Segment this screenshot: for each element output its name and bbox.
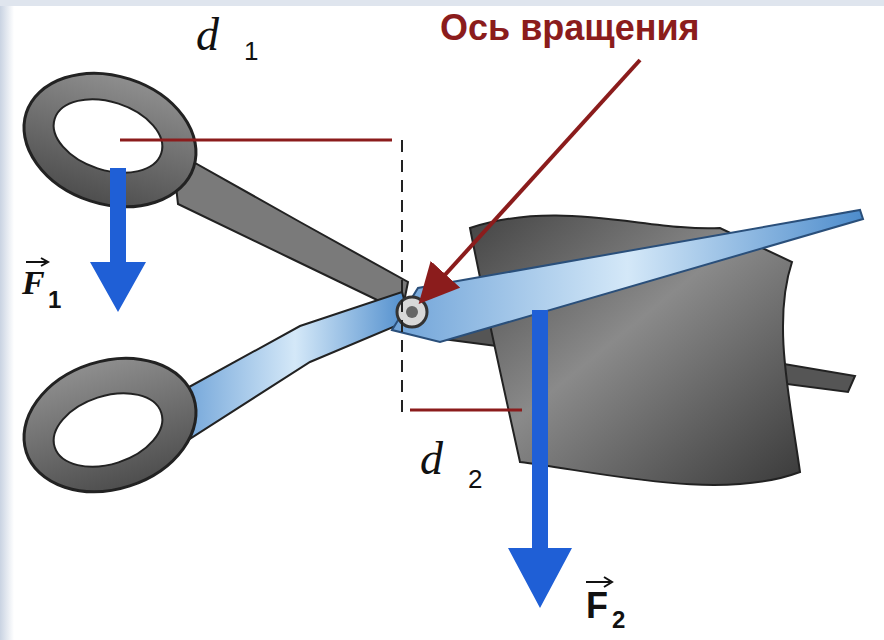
- arm-line: [410, 409, 522, 412]
- pivot: [406, 306, 418, 318]
- subscript: 2: [468, 466, 482, 492]
- leader-line: [424, 60, 640, 298]
- lower-handle: [180, 292, 410, 440]
- vector-mark: [41, 258, 48, 266]
- force-arrow: [90, 168, 146, 312]
- dashed-line: [401, 140, 403, 412]
- lower-loop-hole: [44, 380, 172, 479]
- subscript: 1: [48, 288, 61, 312]
- vector-mark: [604, 577, 612, 587]
- force-label: F: [22, 266, 45, 300]
- force-arrow: [508, 310, 572, 608]
- lower-loop: [7, 337, 214, 513]
- force-label: F: [586, 588, 608, 624]
- subscript: 2: [612, 608, 625, 632]
- frame: [0, 0, 884, 6]
- arm-label: d: [196, 12, 219, 58]
- upper-handle: [172, 150, 408, 312]
- subscript: 1: [244, 38, 258, 64]
- vector-mark: [26, 261, 46, 263]
- upper-blade: [392, 210, 863, 342]
- arm-line: [120, 139, 392, 142]
- vector-mark: [586, 581, 610, 583]
- arm-label: d: [420, 436, 443, 482]
- axis-label: Ось вращения: [440, 10, 700, 46]
- frame: [0, 0, 14, 640]
- upper-loop-hole: [44, 86, 172, 185]
